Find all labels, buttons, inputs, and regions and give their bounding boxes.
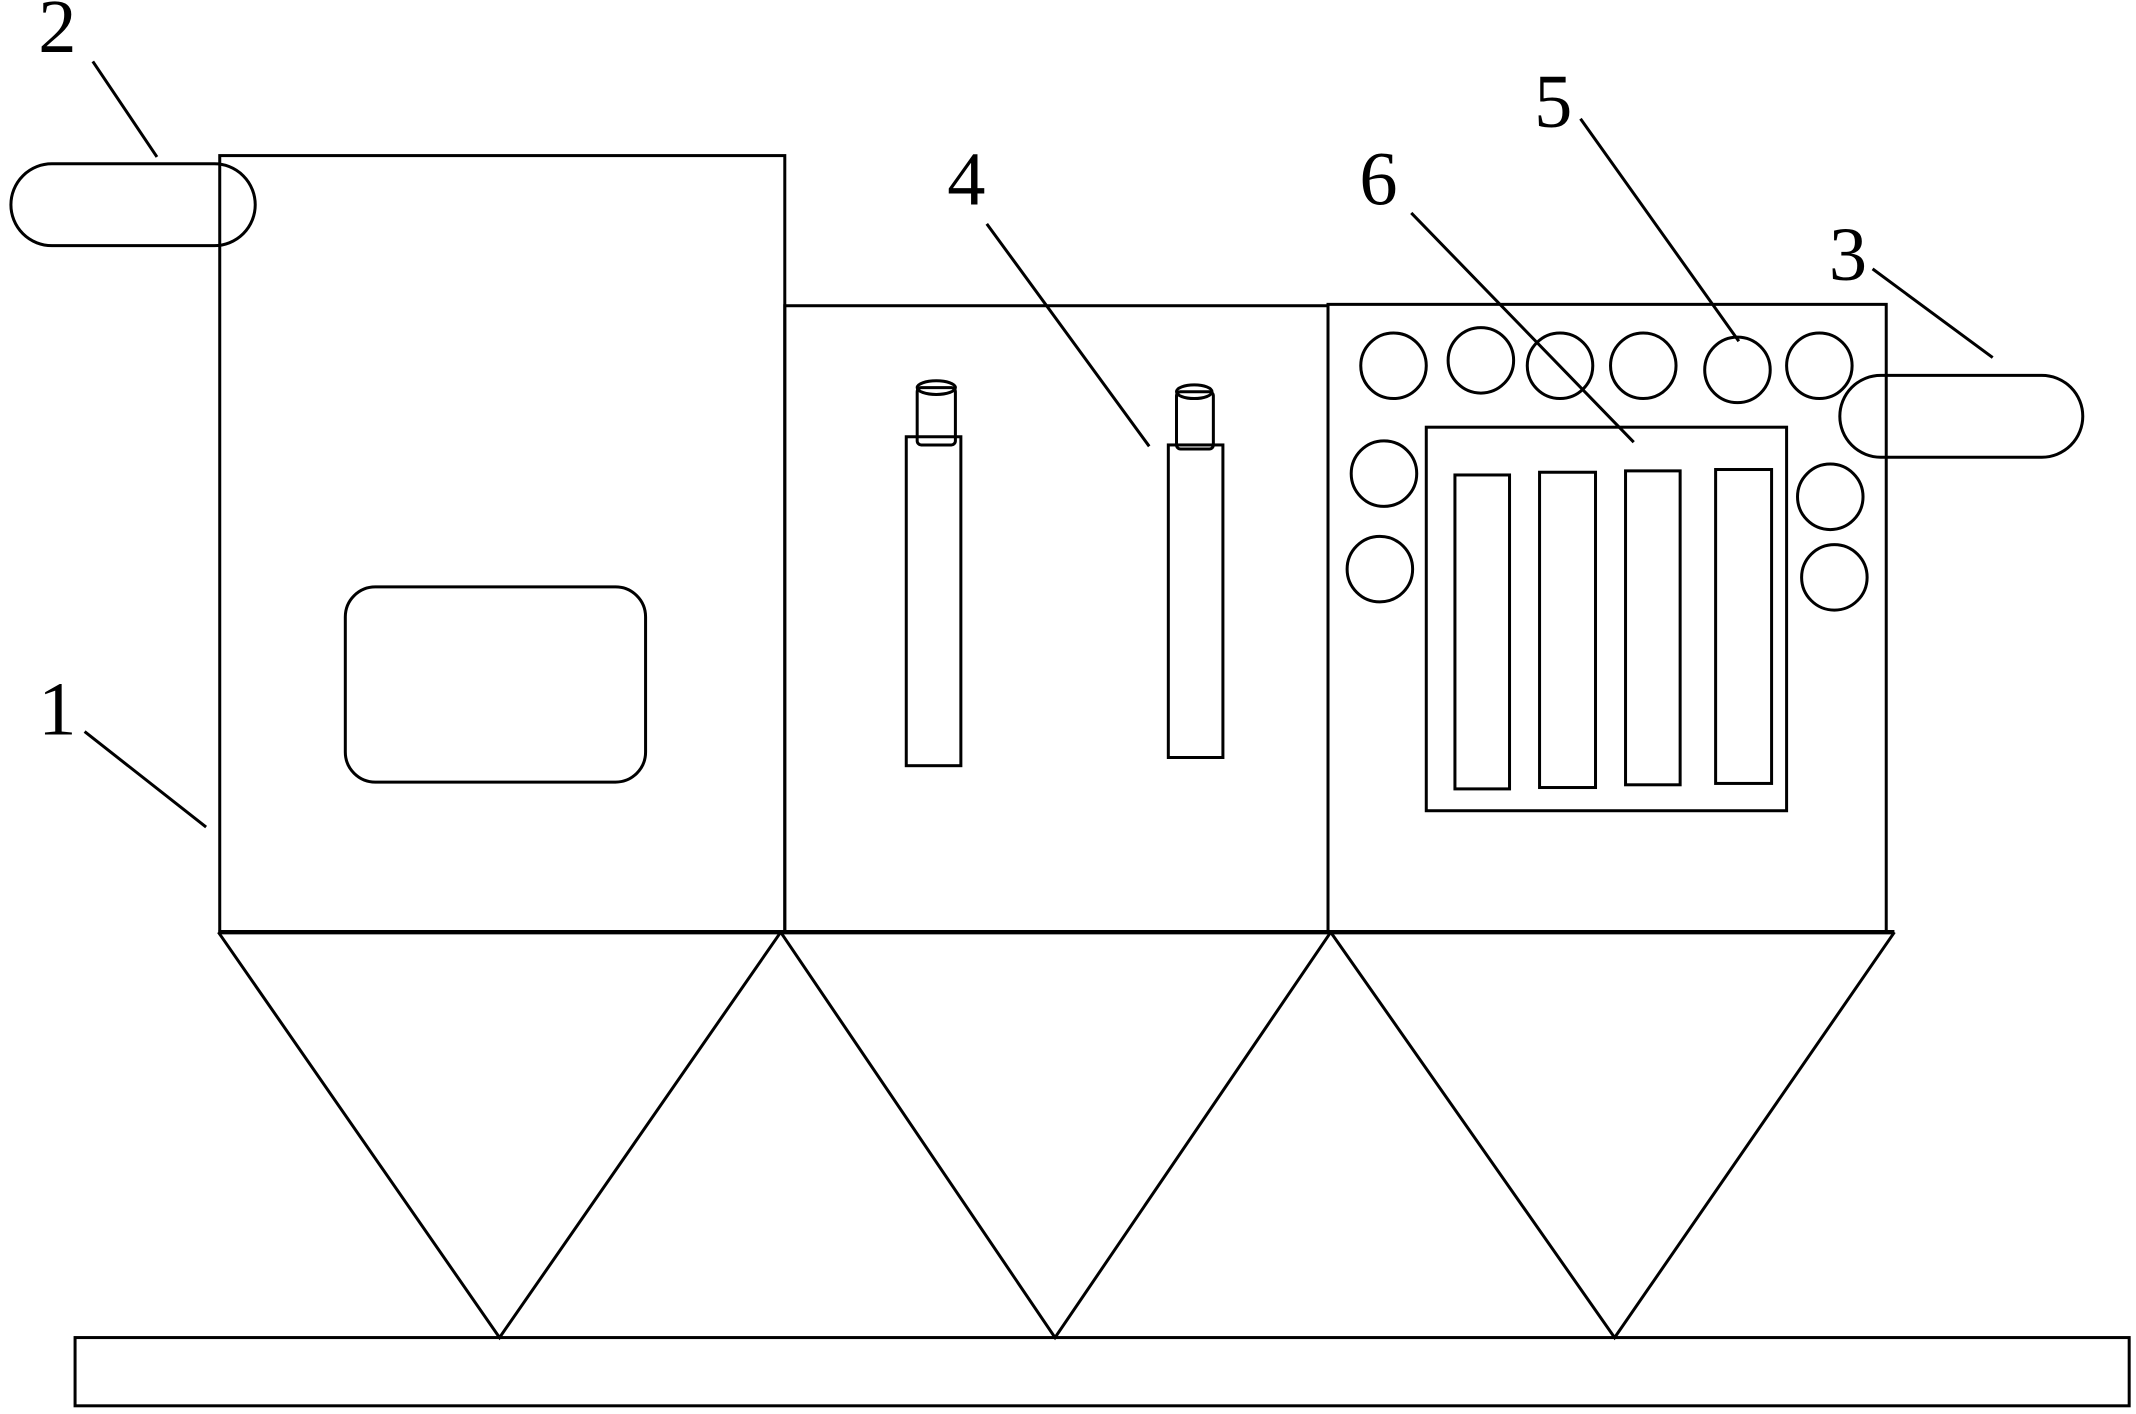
- electrode-rod-1-cap: [915, 386, 957, 447]
- leader-line-6: [1410, 211, 1635, 444]
- electrode-rod-2-cap-top: [1175, 383, 1214, 401]
- electrode-rod-2: [1166, 443, 1225, 760]
- filter-bag: [1624, 469, 1682, 787]
- nozzle-circle: [1359, 331, 1428, 401]
- left-chamber: [218, 154, 787, 934]
- middle-chamber: [783, 304, 1330, 934]
- label-2: 2: [38, 0, 76, 69]
- electrode-rod-2-cap: [1175, 390, 1215, 451]
- electrode-rod-1-cap-top: [915, 379, 957, 396]
- label-6: 6: [1359, 137, 1397, 222]
- nozzle-circle: [1800, 543, 1869, 612]
- label-3: 3: [1829, 212, 1867, 297]
- right-chamber: [1326, 302, 1888, 934]
- nozzle-circle: [1349, 439, 1419, 508]
- hopper-left: [217, 931, 782, 1341]
- hopper-middle: [779, 931, 1332, 1341]
- inlet-pipe: [9, 162, 257, 248]
- leader-line-4: [985, 222, 1151, 448]
- leader-line-5: [1579, 117, 1741, 343]
- label-4: 4: [947, 137, 985, 222]
- nozzle-circle: [1446, 326, 1516, 395]
- filter-bag: [1714, 468, 1774, 785]
- label-5: 5: [1534, 59, 1572, 144]
- nozzle-circle: [1525, 331, 1595, 401]
- nozzle-circle: [1345, 534, 1415, 604]
- nozzle-circle: [1796, 462, 1865, 532]
- nozzle-circle: [1609, 331, 1678, 401]
- leader-line-1: [83, 730, 208, 829]
- nozzle-circle: [1785, 331, 1854, 401]
- leader-line-2: [91, 60, 159, 158]
- filter-frame: [1424, 425, 1789, 813]
- hopper-right: [1329, 931, 1896, 1341]
- base-plate: [73, 1336, 2131, 1408]
- nozzle-circle: [1703, 335, 1772, 405]
- filter-bag: [1453, 473, 1512, 791]
- outlet-pipe: [1838, 373, 2085, 459]
- label-1: 1: [38, 666, 76, 751]
- leader-line-3: [1871, 267, 1994, 359]
- electrode-rod-1: [904, 435, 963, 768]
- inspection-window: [343, 585, 648, 784]
- filter-bag: [1538, 470, 1598, 790]
